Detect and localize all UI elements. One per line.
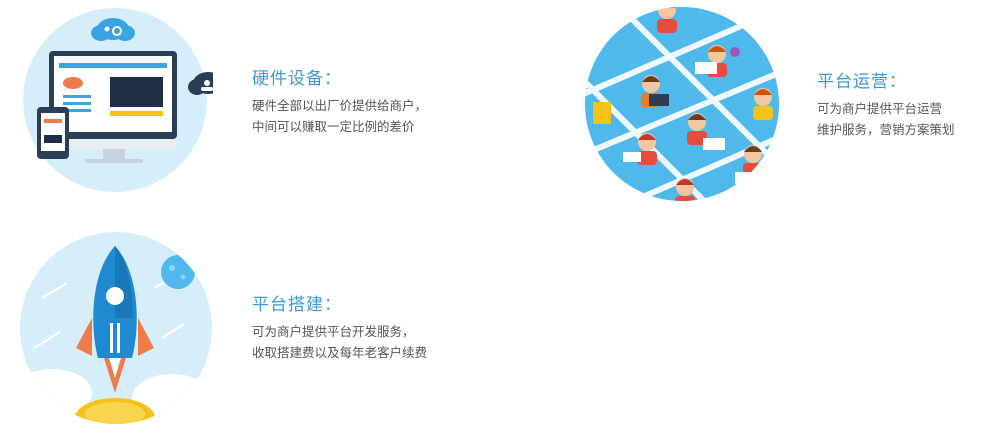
rocket-illustration: [20, 232, 212, 424]
feature-title: 硬件设备：: [252, 69, 342, 89]
description-line: 硬件全部以出厂价提供给商户，: [252, 98, 428, 113]
description-line: 可为商户提供平台开发服务，: [252, 324, 415, 339]
description-line: 维护服务，营销方案策划: [817, 122, 955, 137]
person-figure: [641, 75, 669, 107]
monitor-illustration: [23, 8, 213, 192]
person-figure: [675, 178, 695, 201]
description-line: 可为商户提供平台运营: [817, 101, 943, 116]
feature-description: 可为商户提供平台开发服务， 收取搭建费以及每年老客户续费: [252, 321, 427, 363]
feature-description: 可为商户提供平台运营 维护服务，营销方案策划: [817, 98, 955, 140]
person-figure: [623, 133, 657, 165]
person-figure: [753, 88, 773, 120]
office-team-illustration: [585, 7, 779, 201]
feature-title: 平台运营：: [817, 72, 907, 92]
person-figure: [657, 7, 677, 33]
feature-title: 平台搭建：: [252, 295, 342, 315]
feature-description: 硬件全部以出厂价提供给商户， 中间可以赚取一定比例的差价: [252, 95, 427, 137]
cloud-user-icon: [188, 72, 213, 95]
description-line: 收取搭建费以及每年老客户续费: [252, 345, 428, 360]
cloud-gear-icon: [91, 18, 135, 41]
person-figure: [687, 113, 707, 145]
description-line: 中间可以赚取一定比例的差价: [252, 119, 415, 134]
